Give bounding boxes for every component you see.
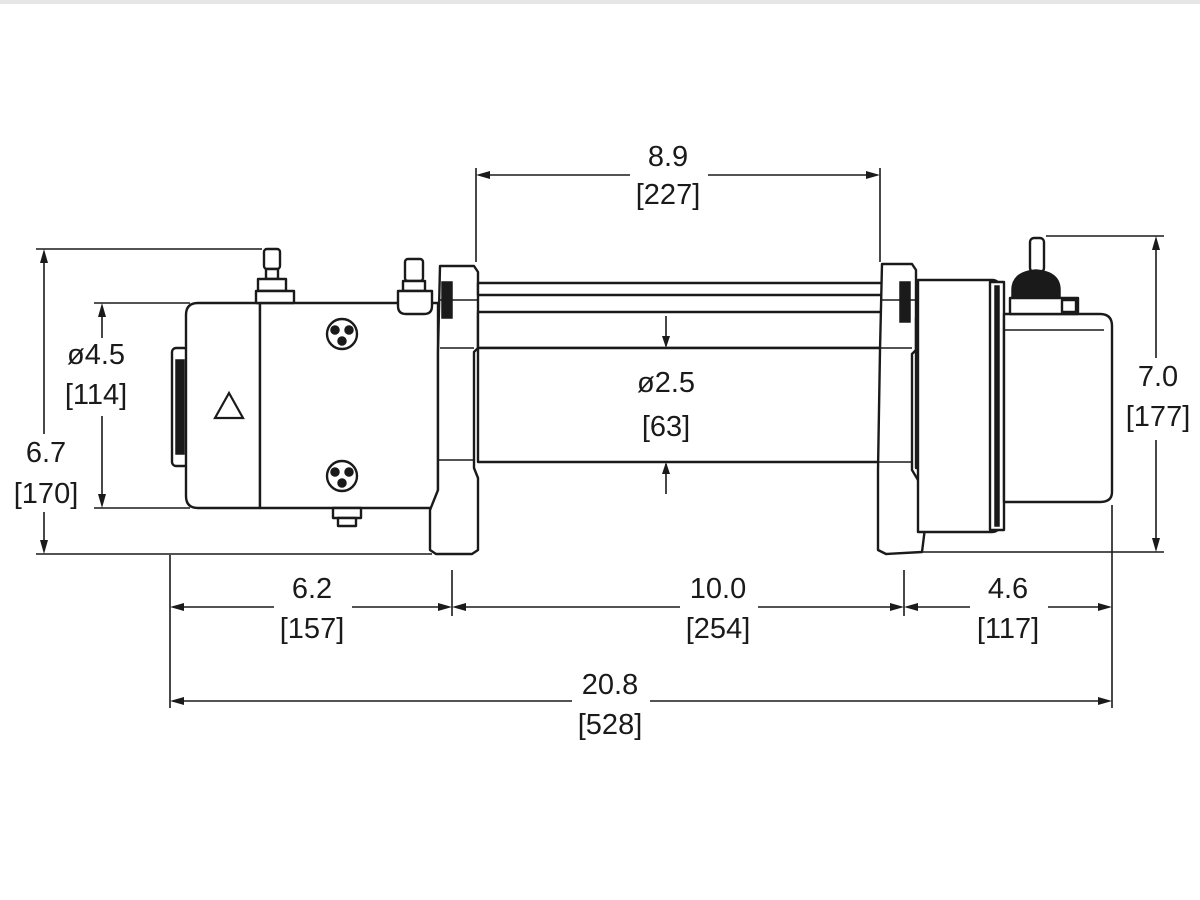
motor-terminal-post bbox=[396, 257, 434, 316]
warning-triangle-icon bbox=[213, 390, 245, 420]
dim-overall-height-left-value: 6.7 bbox=[26, 437, 66, 469]
dim-drum-diameter-value: ø2.5 bbox=[637, 367, 695, 399]
dim-motor-length-value: 6.2 bbox=[292, 573, 332, 605]
dim-motor-length-metric: [157] bbox=[280, 613, 345, 645]
top-border bbox=[0, 0, 1200, 4]
dim-motor-diameter-value: ø4.5 bbox=[67, 339, 125, 371]
dim-overall-height-right-metric: [177] bbox=[1126, 401, 1191, 433]
dim-drum-frame-span-value: 8.9 bbox=[648, 141, 688, 173]
dim-overall-height-left-metric: [170] bbox=[14, 478, 79, 510]
dim-motor-diameter-metric: [114] bbox=[65, 379, 127, 411]
winch-body bbox=[170, 236, 1114, 556]
motor-terminal-post bbox=[254, 247, 296, 305]
dim-overall-length-value: 20.8 bbox=[582, 669, 638, 701]
clutch-handle bbox=[1008, 236, 1080, 316]
bolt-icon bbox=[325, 459, 359, 493]
dim-drum-diameter-metric: [63] bbox=[642, 411, 690, 443]
dim-drum-frame-span-metric: [227] bbox=[636, 179, 701, 211]
bolt-icon bbox=[325, 317, 359, 351]
motor-end-cap bbox=[170, 301, 262, 510]
dim-mount-span-value: 10.0 bbox=[690, 573, 746, 605]
dimension-lines bbox=[36, 168, 1164, 708]
dim-gearbox-length-metric: [117] bbox=[977, 613, 1039, 645]
tie-rods-and-drum bbox=[476, 281, 884, 464]
dimension-labels: 8.9 [227] ø4.5 [114] 6.7 [170] ø2.5 [63]… bbox=[14, 141, 1191, 741]
dim-mount-span-metric: [254] bbox=[686, 613, 751, 645]
gear-housing bbox=[916, 278, 1114, 534]
dim-overall-length-metric: [528] bbox=[578, 709, 643, 741]
dim-gearbox-length-value: 4.6 bbox=[988, 573, 1028, 605]
dim-overall-height-right-value: 7.0 bbox=[1138, 361, 1178, 393]
